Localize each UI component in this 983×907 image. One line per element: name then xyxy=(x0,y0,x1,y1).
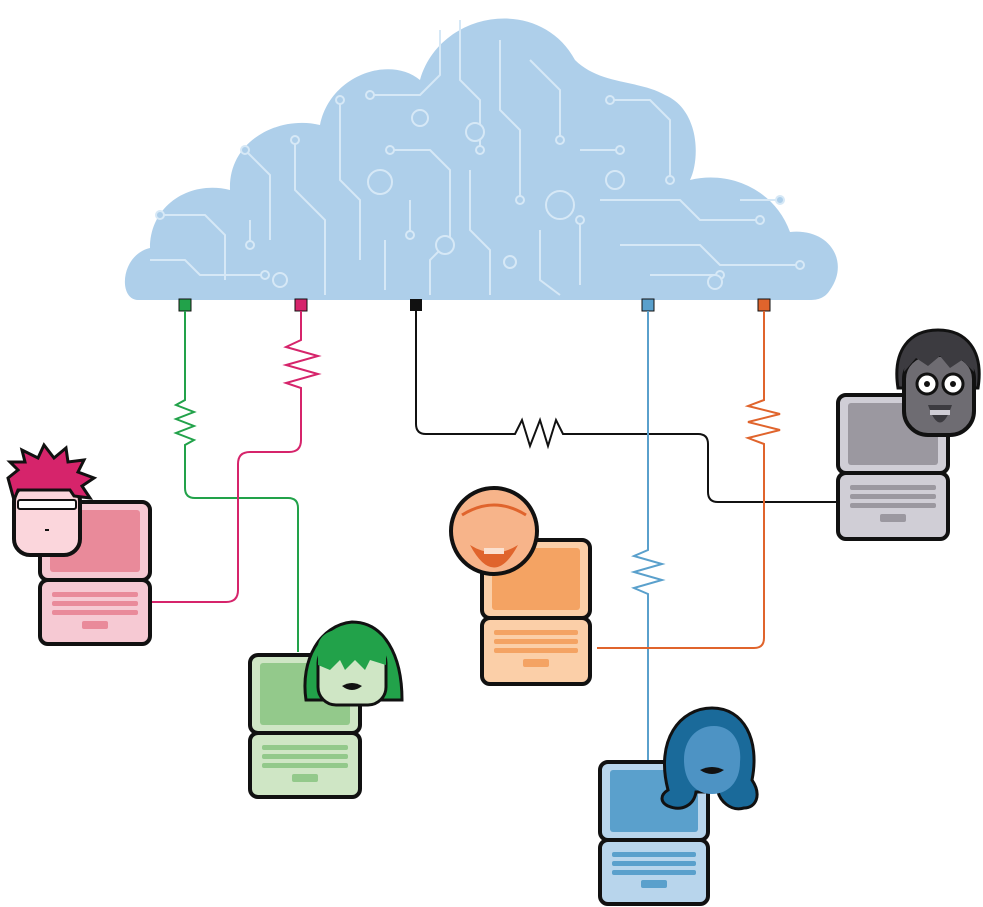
cloud-shape xyxy=(124,18,838,300)
wire-black xyxy=(415,311,836,503)
beard xyxy=(470,545,518,568)
avatar-magenta xyxy=(6,442,98,557)
cloud-circuit-nodes xyxy=(155,90,805,290)
wire-orange xyxy=(597,311,781,649)
cloud xyxy=(124,18,838,300)
port-orange xyxy=(757,298,771,312)
avatar-gray xyxy=(895,328,981,437)
port-green xyxy=(178,298,192,312)
port-blue xyxy=(641,298,655,312)
wires xyxy=(152,311,836,762)
avatar-green xyxy=(303,620,404,707)
port-magenta xyxy=(294,298,308,312)
avatar-blue xyxy=(660,706,759,811)
cloud-ports xyxy=(178,298,771,312)
wire-blue xyxy=(630,311,666,762)
port-black xyxy=(410,299,422,311)
cloud-circuit-traces xyxy=(150,20,800,296)
wire-green xyxy=(173,311,299,652)
laptop-blue xyxy=(598,760,710,906)
avatar-orange xyxy=(449,486,539,576)
wire-magenta xyxy=(152,311,322,603)
spiky-hair xyxy=(6,442,98,505)
